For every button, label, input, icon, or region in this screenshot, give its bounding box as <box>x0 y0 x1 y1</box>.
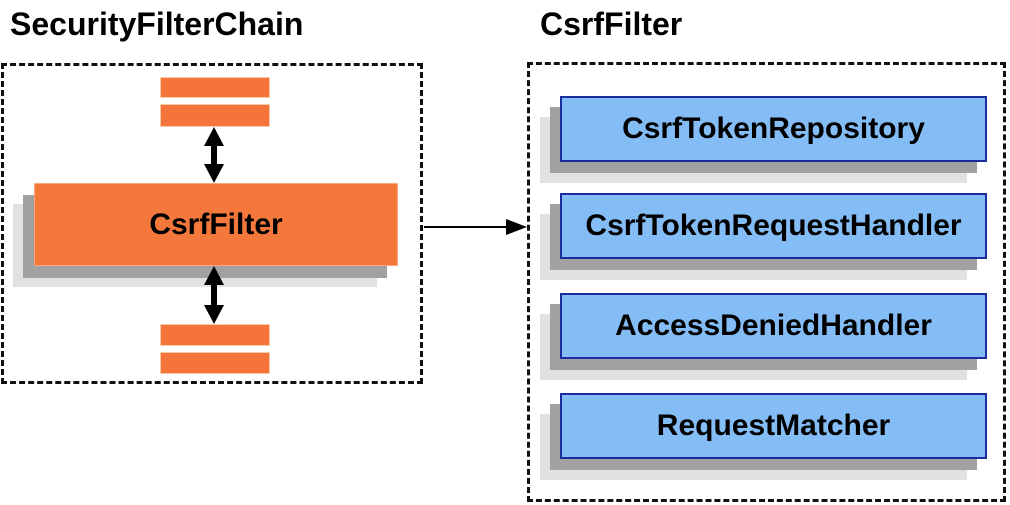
component-node-csrf-token-repository: CsrfTokenRepository <box>560 96 987 162</box>
bidirectional-arrow-icon-bottom <box>204 266 224 324</box>
security-filter-chain-container <box>1 63 423 384</box>
flow-arrow-icon <box>424 219 527 235</box>
bidirectional-arrow-icon-top <box>204 127 224 183</box>
filter-placeholder-bar-1 <box>160 77 270 98</box>
component-node-request-matcher: RequestMatcher <box>560 393 987 459</box>
csrf-filter-components-container <box>527 62 1006 502</box>
component-node-csrf-token-request-handler: CsrfTokenRequestHandler <box>560 193 987 259</box>
security-filter-chain-title: SecurityFilterChain <box>10 6 304 42</box>
filter-placeholder-bar-4 <box>160 352 270 374</box>
csrf-filter-title: CsrfFilter <box>540 6 683 42</box>
filter-placeholder-bar-2 <box>160 104 270 127</box>
component-node-access-denied-handler: AccessDeniedHandler <box>560 293 987 359</box>
filter-placeholder-bar-3 <box>160 324 270 346</box>
csrf-filter-node: CsrfFilter <box>34 183 398 266</box>
